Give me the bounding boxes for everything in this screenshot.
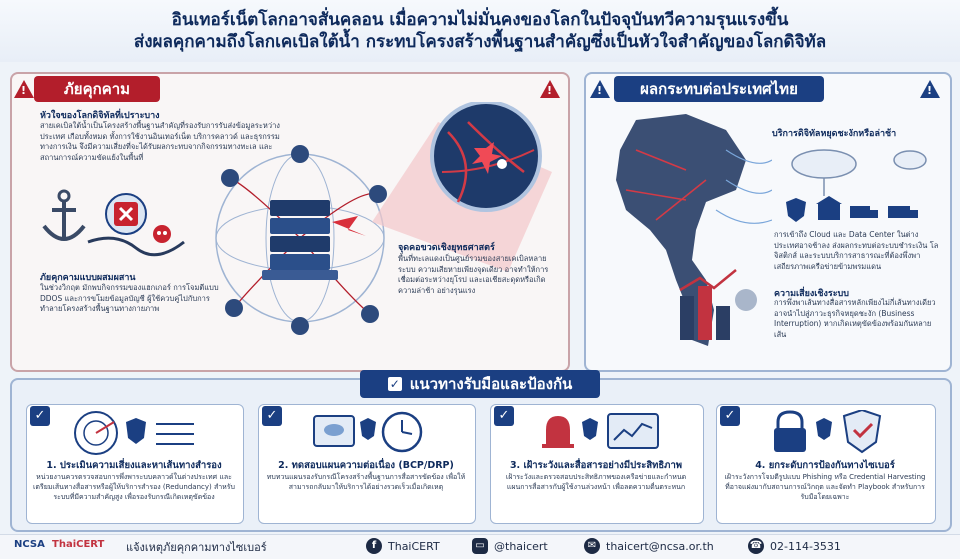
- warning-icon: [540, 80, 560, 98]
- impact-text-1: การเข้าถึง Cloud และ Data Center ในต่างป…: [774, 230, 939, 271]
- padlock-icon: [774, 410, 806, 452]
- cloud-screen-icon: [313, 415, 355, 447]
- phone-icon: ☎: [748, 538, 764, 554]
- warning-icon: [14, 80, 34, 98]
- prevention-header: ✓ แนวทางรับมือและป้องกัน: [360, 370, 600, 398]
- line-icon: ▭: [472, 538, 488, 554]
- gear-icon: [735, 289, 757, 311]
- truck-icon: [888, 206, 918, 218]
- thailand-map-illustration: [616, 114, 772, 346]
- bank-icon: [816, 196, 842, 220]
- shield-icon: [582, 418, 598, 440]
- cyber-defense-illustration: [774, 410, 882, 454]
- shield-icon: [360, 418, 376, 440]
- risk-assessment-illustration: [74, 411, 194, 455]
- card-1-title: 1. ประเมินความเสี่ยงและหาเส้นทางสำรอง: [46, 460, 222, 471]
- card-4-title: 4. ยกระดับการป้องกันทางไซเบอร์: [755, 460, 895, 471]
- facebook-label: ThaiCERT: [388, 539, 440, 553]
- threat-sub-heading-3: จุดคอขวดเชิงยุทธศาสตร์: [398, 243, 495, 253]
- network-server-illustration: [215, 145, 387, 335]
- shield-check-icon: [842, 410, 882, 454]
- shield-icon: [786, 198, 806, 222]
- card-1-text: หน่วยงานควรตรวจสอบการพึ่งพาระบบคลาวด์ในต…: [33, 473, 235, 501]
- phone-link[interactable]: ☎ 02-114-3531: [748, 538, 841, 554]
- prevention-header-label: แนวทางรับมือและป้องกัน: [409, 375, 573, 393]
- red-sea-chokepoint-illustration: [372, 102, 552, 272]
- threat-sub-heading-2: ภัยคุกคามแบบผสมผสาน: [40, 273, 136, 283]
- card-4-text: เฝ้าระวังการโจมตีรูปแบบ Phishing หรือ Cr…: [724, 473, 926, 501]
- bell-icon: [542, 416, 574, 448]
- monitoring-illustration: [542, 413, 659, 449]
- cable-cut-icon: [497, 159, 507, 169]
- email-icon: ✉: [584, 538, 600, 554]
- card-2-text: ทบทวนแผนรองรับกรณีโครงสร้างพื้นฐานการสื่…: [266, 473, 466, 491]
- check-icon: ✓: [387, 377, 402, 391]
- page-title: อินเทอร์เน็ตโลกอาจสั่นคลอน เมื่อความไม่ม…: [0, 0, 960, 62]
- clock-icon: [381, 411, 423, 453]
- skull-icon: [153, 225, 171, 243]
- bcp-illustration: [313, 411, 423, 453]
- check-icon: ✓: [720, 406, 740, 426]
- impact-sub-heading-2: ความเสี่ยงเชิงระบบ: [774, 289, 849, 299]
- server-icon: [262, 200, 338, 280]
- warning-icon: [920, 80, 940, 98]
- facebook-icon: f: [366, 538, 382, 554]
- error-shield-icon: [105, 193, 147, 235]
- threat-header: ภัยคุกคาม: [34, 76, 160, 102]
- card-3-text: เฝ้าระวังและตรวจสอบประสิทธิภาพของเครือข่…: [505, 473, 687, 491]
- cloud-services-illustration: [786, 149, 927, 222]
- impact-sub-heading-1: บริการดิจิทัลหยุดชะงักหรือล่าช้า: [772, 129, 897, 139]
- monitor-chart-icon: [607, 413, 659, 449]
- threat-text-3: พื้นที่ทะเลแดงเป็นศูนย์รวมของสายเคเบิลหล…: [398, 254, 549, 295]
- shield-icon: [816, 418, 832, 440]
- check-icon: ✓: [262, 406, 282, 426]
- email-label: thaicert@ncsa.or.th: [606, 539, 714, 553]
- threat-text-2: ในช่วงวิกฤต มักพบกิจกรรมของแฮกเกอร์ การโ…: [40, 283, 219, 313]
- line-link[interactable]: ▭ @thaicert: [472, 538, 548, 554]
- building-chart-icon: [679, 269, 737, 340]
- threat-sub-heading-1: หัวใจของโลกดิจิทัลที่เปราะบาง: [40, 111, 160, 121]
- phone-label: 02-114-3531: [770, 539, 841, 553]
- facebook-link[interactable]: f ThaiCERT: [366, 538, 440, 554]
- thaicert-logo: ThaiCERT: [52, 539, 105, 550]
- anchor-icon: [42, 189, 86, 241]
- check-icon: ✓: [30, 406, 50, 426]
- impact-header: ผลกระทบต่อประเทศไทย: [614, 76, 824, 102]
- card-2-title: 2. ทดสอบแผนความต่อเนื่อง (BCP/DRP): [278, 460, 454, 471]
- title-line-2: ส่งผลคุกคามถึงโลกเคเบิลใต้น้ำ กระทบโครงส…: [133, 32, 827, 52]
- radar-icon: [74, 411, 118, 455]
- network-arrows-icon: [156, 423, 194, 445]
- email-link[interactable]: ✉ thaicert@ncsa.or.th: [584, 538, 714, 554]
- shield-icon: [126, 418, 146, 444]
- card-3-title: 3. เฝ้าระวังและสื่อสารอย่างมีประสิทธิภาพ: [509, 460, 683, 471]
- anchor-danger-illustration: [42, 189, 185, 257]
- impact-text-2: การพึ่งพาเส้นทางสื่อสารหลักเพียงไม่กี่เส…: [774, 298, 936, 339]
- line-label: @thaicert: [494, 539, 548, 553]
- title-line-1: อินเทอร์เน็ตโลกอาจสั่นคลอน เมื่อความไม่ม…: [171, 10, 789, 30]
- ncsa-logo: NCSA: [14, 539, 45, 550]
- threat-text-1: สายเคเบิลใต้น้ำเป็นโครงสร้างพื้นฐานสำคัญ…: [40, 121, 280, 162]
- report-text: แจ้งเหตุภัยคุกคามทางไซเบอร์: [126, 541, 267, 554]
- check-icon: ✓: [494, 406, 514, 426]
- warning-icon: [590, 80, 610, 98]
- report-label: แจ้งเหตุภัยคุกคามทางไซเบอร์: [126, 538, 267, 556]
- truck-icon: [850, 206, 878, 218]
- cloud-icon: [791, 149, 927, 179]
